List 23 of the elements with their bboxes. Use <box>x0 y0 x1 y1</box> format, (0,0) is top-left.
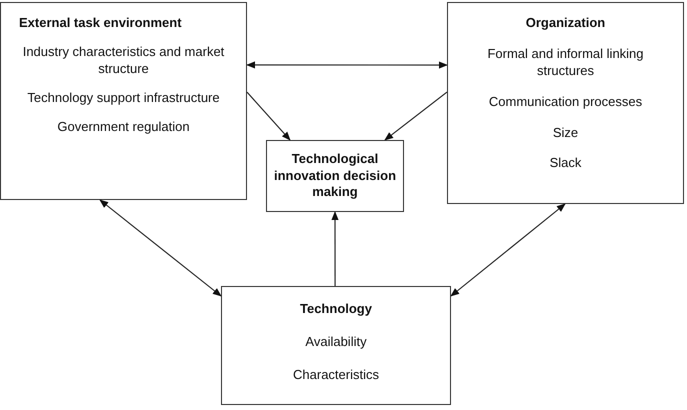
process-box <box>447 2 684 204</box>
box-item: Technology support infrastructure <box>27 90 220 107</box>
box-heading: Technology <box>300 301 372 318</box>
box-item: Size <box>552 124 578 142</box>
arrow <box>331 211 339 286</box>
box-item: Formal and informal linking structures <box>486 46 645 80</box>
process-box <box>0 2 247 200</box>
box-item: Communication processes <box>488 94 642 111</box>
box-item: Availability <box>305 334 367 351</box>
arrow <box>384 92 448 141</box>
box-item: Slack <box>550 155 582 172</box>
arrow <box>99 199 222 297</box>
arrow <box>246 92 291 141</box>
process-box <box>266 140 404 212</box>
arrow <box>450 203 566 297</box>
box-heading: Organization <box>526 15 606 32</box>
process-box <box>221 286 451 405</box>
box-heading: External task environment <box>19 15 182 32</box>
box-item: Industry characteristics and market structure <box>22 44 226 78</box>
box-item: Characteristics <box>293 366 379 384</box>
box-item: Government regulation <box>57 118 190 136</box>
arrow <box>246 61 448 69</box>
box-heading: Technological innovation decision making <box>273 150 397 202</box>
